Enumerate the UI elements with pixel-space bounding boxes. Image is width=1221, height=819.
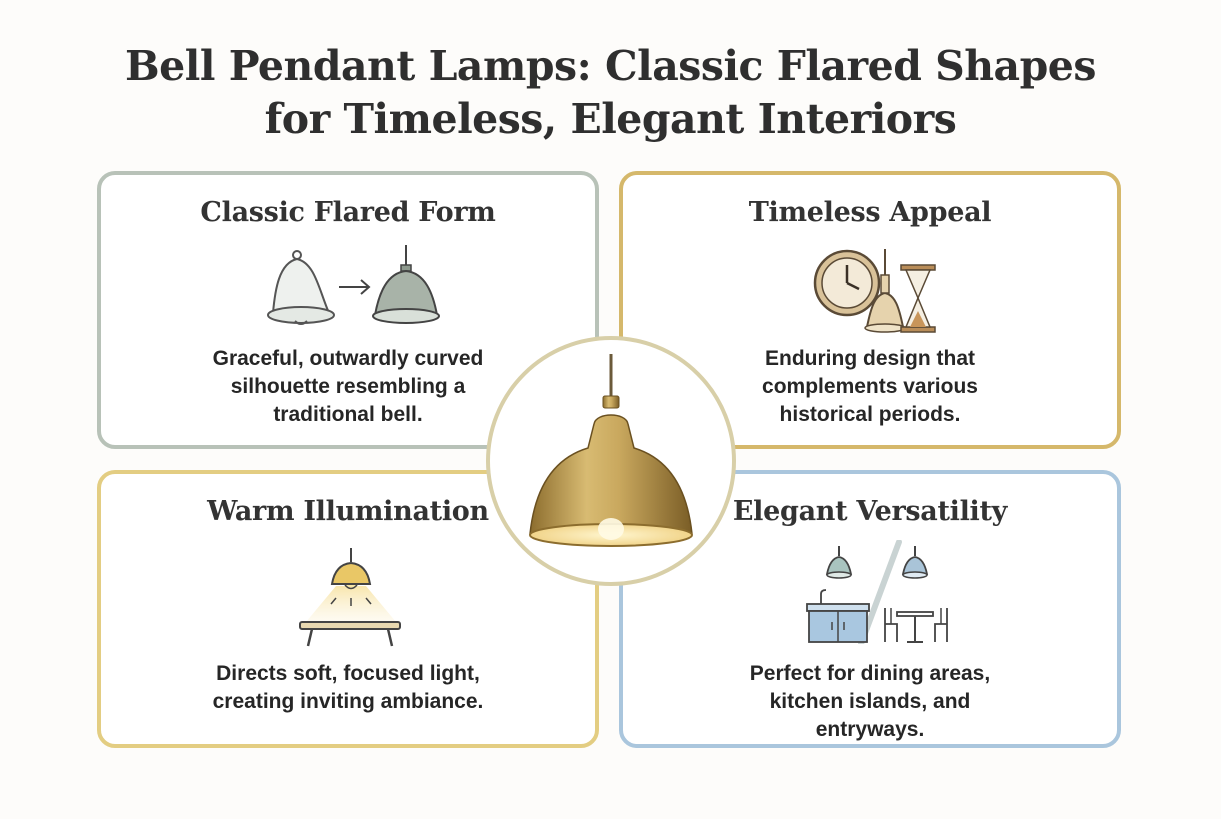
clock-bell-hourglass-icon: [813, 249, 936, 333]
panel-description: Graceful, outwardly curved silhouette re…: [101, 345, 595, 429]
desc-line: kitchen islands, and: [769, 690, 971, 713]
desc-line: Perfect for dining areas,: [749, 662, 991, 685]
title-line-1: Bell Pendant Lamps: Classic Flared Shape…: [125, 42, 1096, 90]
desc-line: entryways.: [815, 718, 925, 741]
desc-line: Directs soft, focused light,: [216, 662, 480, 685]
desc-line: traditional bell.: [273, 403, 423, 426]
desc-line: historical periods.: [779, 403, 961, 426]
desc-line: silhouette resembling a: [230, 375, 466, 398]
panel-elegant-versatility: Elegant Versatility Perfect for dining a…: [619, 470, 1121, 748]
bell-to-pendant-icon: [267, 245, 440, 325]
desc-line: Graceful, outwardly curved: [212, 347, 484, 370]
desc-line: Enduring design that: [765, 347, 975, 370]
panel-heading: Timeless Appeal: [748, 197, 992, 228]
panel-description: Perfect for dining areas, kitchen island…: [623, 660, 1117, 744]
kitchen-dining-icon: [806, 540, 948, 644]
panel-heading: Classic Flared Form: [200, 197, 496, 228]
brass-bell-pendant-icon: [529, 354, 693, 547]
panel-description: Directs soft, focused light, creating in…: [101, 660, 595, 716]
page-title: Bell Pendant Lamps: Classic Flared Shape…: [0, 40, 1221, 146]
panel-description: Enduring design that complements various…: [623, 345, 1117, 429]
desc-line: creating inviting ambiance.: [212, 690, 484, 713]
panel-heading: Warm Illumination: [207, 496, 489, 527]
title-line-2: for Timeless, Elegant Interiors: [264, 95, 957, 143]
panel-classic-flared-form: Classic Flared Form Graceful, outwardly …: [97, 171, 599, 449]
lamp-over-table-icon: [299, 548, 401, 647]
panel-heading: Elegant Versatility: [732, 496, 1008, 527]
desc-line: complements various: [762, 375, 978, 398]
